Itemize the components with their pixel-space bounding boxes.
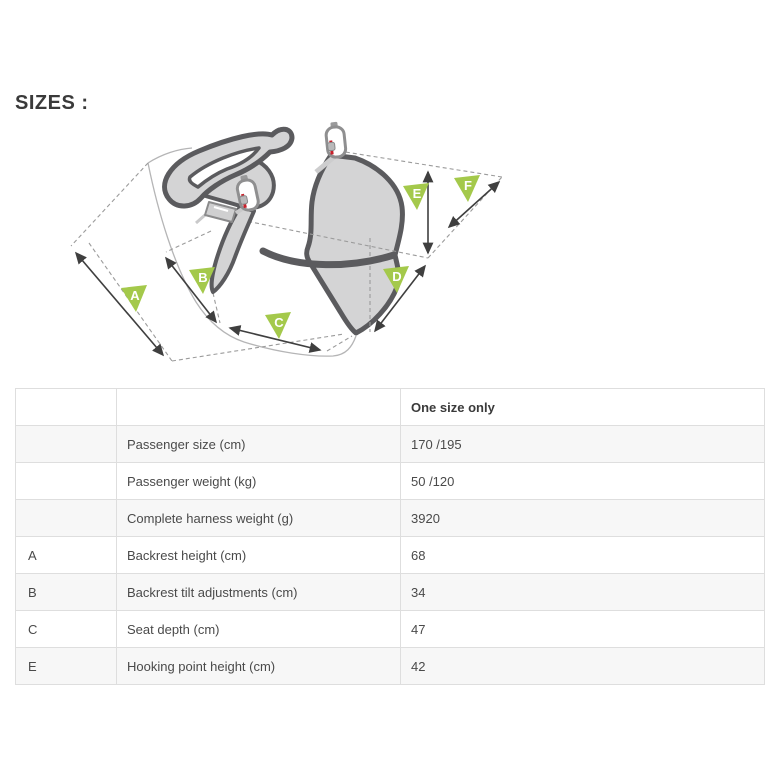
row-value: 68 (400, 536, 765, 574)
table-row: A Backrest height (cm) 68 (15, 536, 765, 574)
dimension-label-d (383, 266, 409, 293)
row-letter: A (15, 536, 117, 574)
dimension-letter-f: F (464, 178, 472, 193)
row-letter (15, 425, 117, 463)
seat-cross-strap (259, 247, 398, 269)
harness-diagram: A B C D E F (70, 121, 503, 362)
row-letter: C (15, 610, 117, 648)
harness-back-panel (304, 152, 405, 336)
shoulder-strap-loop-hole (187, 146, 261, 189)
dimension-arrow-a (74, 251, 165, 357)
table-row: Complete harness weight (g) 3920 (15, 499, 765, 537)
row-label: Backrest tilt adjustments (cm) (116, 573, 401, 611)
header-spec-cell (116, 388, 401, 426)
row-label: Hooking point height (cm) (116, 647, 401, 685)
dimension-arrow-c (228, 325, 322, 353)
dimension-label-b (189, 267, 215, 294)
row-label: Passenger size (cm) (116, 425, 401, 463)
row-value: 3920 (400, 499, 765, 537)
dimension-label-f (454, 175, 480, 202)
dimension-arrow-b (165, 256, 217, 324)
table-row: Passenger size (cm) 170 /195 (15, 425, 765, 463)
row-label: Passenger weight (kg) (116, 462, 401, 500)
row-label: Seat depth (cm) (116, 610, 401, 648)
dimension-arrows (74, 170, 501, 357)
row-value: 170 /195 (400, 425, 765, 463)
table-row: B Backrest tilt adjustments (cm) 34 (15, 573, 765, 611)
dimension-letter-c: C (274, 315, 284, 330)
dimension-arrow-d (374, 264, 426, 333)
table-row: C Seat depth (cm) 47 (15, 610, 765, 648)
dimension-label-c (265, 312, 291, 339)
row-letter: E (15, 647, 117, 685)
row-label: Complete harness weight (g) (116, 499, 401, 537)
row-label: Backrest height (cm) (116, 536, 401, 574)
header-size-cell: One size only (400, 388, 765, 426)
table-header-row: One size only (15, 388, 765, 426)
strap-to-carabiner-2 (314, 155, 336, 174)
row-value: 34 (400, 573, 765, 611)
carabiner-icon (324, 121, 348, 159)
dimension-letter-a: A (130, 288, 140, 303)
carabiner-icon (235, 175, 260, 212)
dimension-letter-b: B (198, 270, 207, 285)
dashed-construction-lines (70, 150, 503, 362)
row-letter (15, 499, 117, 537)
row-letter: B (15, 573, 117, 611)
dimension-arrow-f (447, 180, 501, 229)
row-value: 50 /120 (400, 462, 765, 500)
dimension-letter-d: D (392, 269, 401, 284)
row-value: 47 (400, 610, 765, 648)
row-letter (15, 462, 117, 500)
table-row: Passenger weight (kg) 50 /120 (15, 462, 765, 500)
header-letter-cell (15, 388, 117, 426)
dimension-label-e (403, 183, 429, 210)
page-title: SIZES : (15, 92, 89, 114)
sizes-table: One size only Passenger size (cm) 170 /1… (15, 388, 765, 685)
dimension-letter-e: E (413, 186, 422, 201)
dimension-label-a (121, 285, 147, 312)
row-value: 42 (400, 647, 765, 685)
table-row: E Hooking point height (cm) 42 (15, 647, 765, 685)
chest-buckle (195, 201, 237, 225)
